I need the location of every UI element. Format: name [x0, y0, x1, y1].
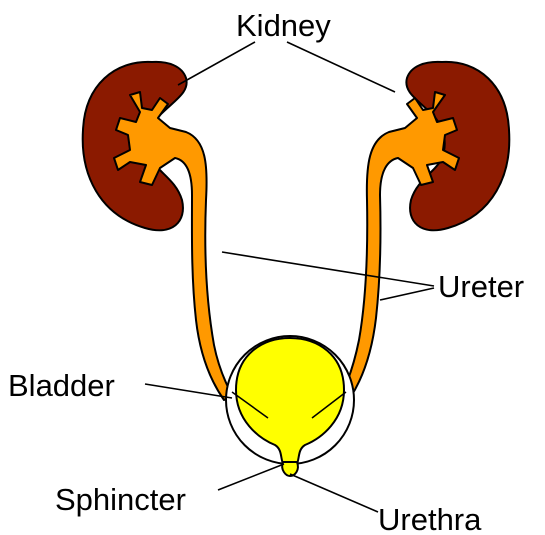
label-bladder: Bladder — [8, 368, 115, 403]
label-ureter: Ureter — [438, 269, 524, 304]
label-sphincter: Sphincter — [55, 482, 186, 517]
left-ureter — [114, 92, 232, 400]
right-ureter — [343, 92, 459, 398]
bladder — [226, 336, 354, 466]
label-kidney: Kidney — [236, 8, 331, 43]
label-urethra: Urethra — [378, 502, 482, 535]
